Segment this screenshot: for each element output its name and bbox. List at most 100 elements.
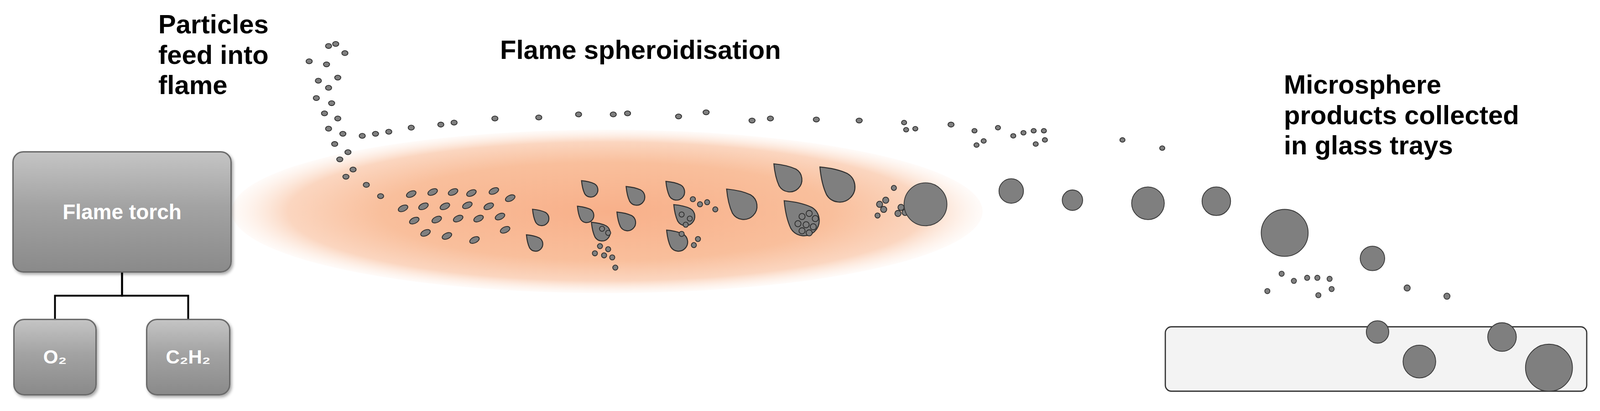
feed-particle <box>491 115 498 121</box>
feed-particle <box>331 141 338 147</box>
elongated-particle <box>447 187 459 197</box>
elongated-particle <box>427 187 439 197</box>
feed-particle <box>974 142 980 148</box>
feed-particle <box>624 110 631 116</box>
microsphere <box>1328 286 1335 292</box>
elongated-particle <box>405 189 418 199</box>
feed-particle <box>437 121 444 127</box>
feed-particle <box>903 127 909 132</box>
feed-particle <box>948 121 954 127</box>
satellite-particle <box>592 185 913 271</box>
satellite-particle <box>882 197 889 204</box>
satellite-particle <box>897 203 904 210</box>
elongated-particle <box>441 230 454 241</box>
satellite-particle <box>875 212 881 218</box>
elongated-particle <box>488 186 501 196</box>
molten-droplet <box>581 180 599 198</box>
feed-particle <box>344 149 351 155</box>
torch-box: Flame torch <box>12 151 232 273</box>
microsphere <box>1291 277 1297 283</box>
satellite-particle <box>599 225 605 231</box>
feed-particle <box>1120 137 1126 142</box>
microsphere <box>1304 275 1310 281</box>
elongated-particle <box>461 200 474 210</box>
molten-droplet <box>577 206 595 223</box>
satellite-particle <box>894 210 901 217</box>
molten-droplet <box>784 200 820 236</box>
satellite-particle <box>697 201 703 207</box>
elongated-particle <box>408 215 421 226</box>
feed-particle <box>901 119 907 125</box>
satellite-particle <box>678 231 684 237</box>
elongated-particle <box>430 214 443 225</box>
microsphere <box>1202 186 1231 216</box>
feed-particle <box>451 119 458 126</box>
annotation-label: Particles feed into flame <box>158 9 281 101</box>
satellite-particle <box>810 223 817 230</box>
satellite-particle <box>806 210 813 217</box>
satellite-particle <box>597 243 603 249</box>
feed-particle <box>332 41 339 47</box>
elongated-particle <box>494 211 506 222</box>
feed-particle <box>535 114 542 120</box>
feed-particle <box>1031 128 1037 133</box>
feed-particle <box>377 193 384 199</box>
feed-particle <box>767 115 774 121</box>
annotation-label: Flame spheroidisation <box>500 34 782 66</box>
microsphere <box>999 178 1024 204</box>
microsphere <box>1487 322 1517 352</box>
microsphere <box>1402 344 1436 378</box>
satellite-particle <box>678 211 684 217</box>
feed-particle <box>813 116 820 122</box>
feed-particle <box>1033 141 1039 146</box>
satellite-particle <box>712 206 718 212</box>
feed-particle <box>995 125 1001 131</box>
feed-particle <box>336 156 343 162</box>
satellite-particle <box>609 254 615 260</box>
satellite-particle <box>592 250 598 256</box>
feed-particle <box>325 125 332 131</box>
feed-particle <box>349 166 356 172</box>
microsphere <box>904 178 1573 391</box>
feed-particle <box>339 131 346 137</box>
feed-particle <box>342 174 349 180</box>
microsphere <box>1404 284 1411 291</box>
satellite-particle <box>880 206 887 213</box>
node-label: Flame torch <box>62 199 182 225</box>
elongated-particle <box>499 224 511 235</box>
satellite-particle <box>806 229 813 236</box>
elongated-particle <box>483 201 496 211</box>
feed-particle <box>609 111 616 117</box>
feed-particle <box>1042 137 1048 142</box>
microsphere <box>1327 276 1333 282</box>
satellite-particle <box>691 242 697 248</box>
annotation-label: Microsphere products collected in glass … <box>1283 69 1538 161</box>
feed-particle <box>315 78 322 84</box>
elongated-particle <box>397 203 410 214</box>
elongated-particle <box>419 228 432 238</box>
microsphere <box>1279 271 1285 277</box>
molten-droplet <box>773 163 802 192</box>
feed-particle <box>912 126 918 131</box>
elongated-particle <box>472 213 485 224</box>
satellite-particle <box>812 215 819 222</box>
satellite-particle <box>794 220 801 227</box>
gas-cylinder-box: O₂ <box>13 318 97 396</box>
feed-particle <box>306 41 1165 199</box>
satellite-particle <box>612 264 618 270</box>
feed-particle <box>971 128 977 133</box>
feed-particle <box>325 43 332 49</box>
satellite-particle <box>798 213 805 219</box>
satellite-particle <box>605 229 611 235</box>
feed-particle <box>321 110 328 116</box>
feed-particle <box>323 62 330 68</box>
elongated-particle <box>465 187 478 198</box>
satellite-particle <box>601 252 607 258</box>
satellite-particle <box>695 236 701 242</box>
microsphere <box>1131 186 1165 220</box>
feed-particle <box>313 95 320 101</box>
feed-particle <box>408 125 415 131</box>
microsphere <box>1366 320 1389 343</box>
feed-particle <box>1010 133 1016 139</box>
